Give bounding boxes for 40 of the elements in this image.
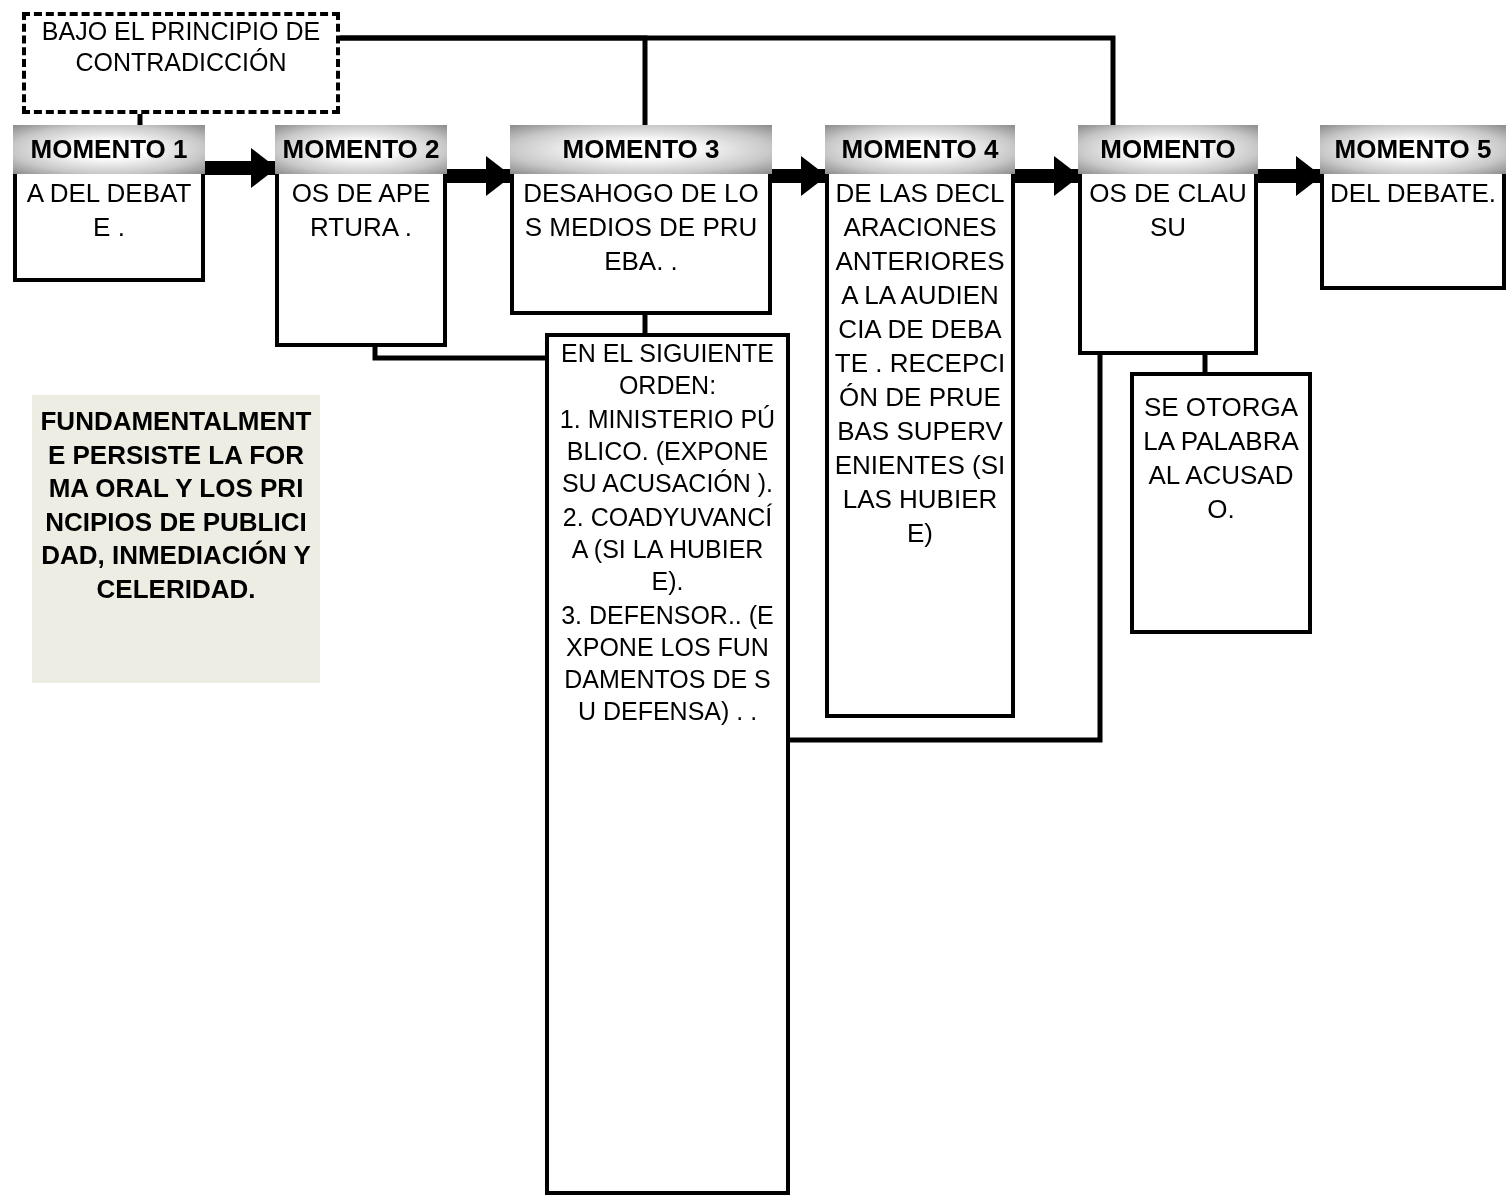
moment-heading: MOMENTO 5 — [1320, 125, 1506, 174]
step-text: OS DE APERTURA . — [290, 177, 432, 244]
moment-heading: MOMENTO 2 — [275, 125, 447, 174]
note-box — [32, 395, 320, 683]
note-text: FUNDAMENTALMENTE PERSISTE LA FORMA ORAL Y LOS PRINCIPIOS DE PUBLICIDAD, INMEDIACIÓN Y CELERIDAD. — [39, 405, 313, 606]
process-box — [545, 333, 790, 1195]
moment-box — [510, 125, 772, 315]
note-box — [22, 12, 340, 114]
connector-line — [372, 347, 545, 361]
arrow — [1258, 156, 1322, 196]
step-text: DE LAS DECLARACIONES ANTERIORES A LA AUDIENCIA DE DEBATE . RECEPCIÓN DE PRUEBAS SUPERVENIENTES (SI LAS HUBIERE) — [833, 177, 1007, 550]
moment-heading: MOMENTO 1 — [13, 125, 205, 174]
arrow — [772, 156, 827, 196]
arrow — [205, 148, 277, 188]
moment-box — [1078, 125, 1258, 355]
moment-heading: MOMENTO 3 — [510, 125, 772, 174]
step-text: 3. DEFENSOR.. (EXPONE LOS FUNDAMENTOS DE SU DEFENSA) . . — [560, 600, 775, 727]
connector-line — [340, 35, 1116, 125]
connector-line — [642, 315, 648, 333]
step-text: A DEL DEBATE . — [25, 177, 193, 244]
step-text: BAJO EL PRINCIPIO DE CONTRADICCIÓN — [40, 16, 322, 78]
step-text: SE OTORGA LA PALABRA AL ACUSADO. — [1142, 391, 1300, 526]
moment-box — [275, 125, 447, 347]
step-text: DESAHOGO DE LOS MEDIOS DE PRUEBA. . — [522, 177, 760, 278]
moment-box — [13, 125, 205, 282]
moment-box — [825, 125, 1015, 718]
step-text: EN EL SIGUIENTE ORDEN: — [560, 338, 775, 401]
arrow — [447, 156, 512, 196]
arrow — [1015, 156, 1080, 196]
connector-line — [137, 114, 143, 125]
step-text: 2. COADYUVANCÍA (SI LA HUBIERE). — [561, 502, 774, 597]
step-text: 1. MINISTERIO PÚBLICO. (EXPONE SU ACUSACIÓN ). — [558, 404, 777, 499]
moment-box — [1320, 125, 1506, 290]
step-text: OS DE CLAUSU — [1088, 177, 1248, 244]
process-box — [1130, 372, 1312, 634]
moment-heading: MOMENTO 4 — [825, 125, 1015, 174]
step-text: DEL DEBATE. — [1328, 177, 1498, 210]
connector-line — [790, 355, 1103, 743]
moment-heading: MOMENTO — [1078, 125, 1258, 174]
connector-line — [1202, 355, 1208, 372]
